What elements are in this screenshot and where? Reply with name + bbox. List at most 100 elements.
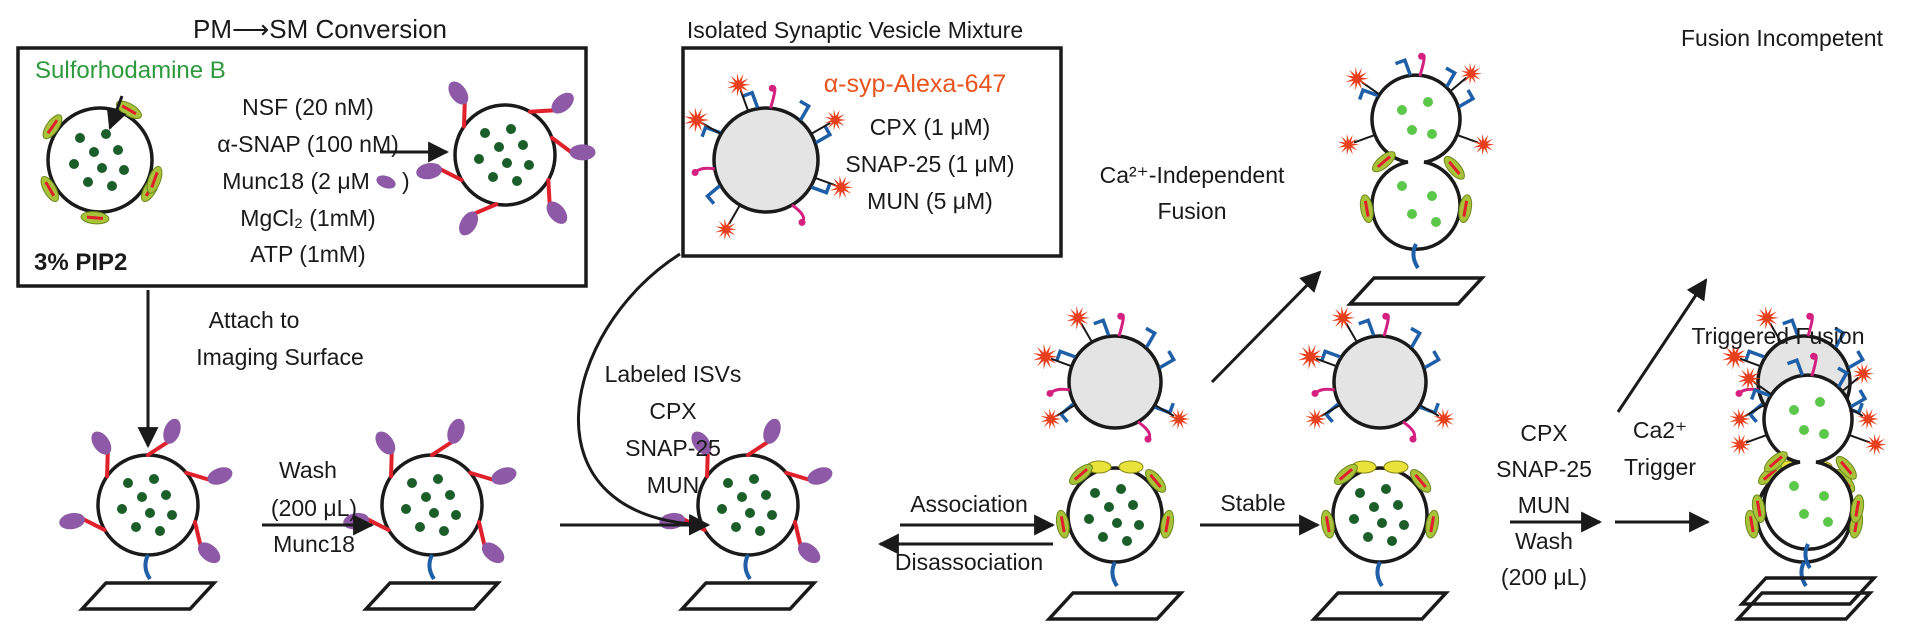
syntaxin-protein (1755, 500, 1762, 517)
vesicle-protein (1357, 87, 1379, 101)
munc18-protein (59, 512, 86, 530)
content-dot (161, 490, 171, 500)
tether-lipid (743, 554, 752, 581)
content-dot (1112, 518, 1122, 528)
munc18-protein (481, 542, 505, 564)
content-dot (131, 522, 141, 532)
vesicle-protein (1445, 66, 1458, 88)
ca-independent-fused-vesicle (1337, 52, 1495, 306)
tether-lipid (1110, 561, 1119, 588)
munc18-protein (416, 162, 443, 180)
vesicle-protein (1145, 326, 1158, 349)
content-dot (149, 474, 159, 484)
content-dot (755, 526, 765, 536)
content-dot (107, 181, 117, 191)
antibody-tether (810, 122, 831, 135)
isv-reagent-cpx: CPX (1 μM) (870, 114, 991, 140)
content-dot (445, 490, 455, 500)
syntaxin-protein (44, 181, 56, 197)
content-dot (524, 160, 534, 170)
content-dot (117, 504, 127, 514)
vesicle-protein (1837, 366, 1850, 388)
vesicle-membrane (712, 106, 820, 214)
content-dot (89, 147, 99, 157)
fused-vesicle-membrane (1370, 73, 1462, 252)
syntaxin-protein (1429, 516, 1436, 533)
content-dot (737, 492, 747, 502)
attached-vesicle-3 (659, 418, 833, 611)
dye-pointer-arrow (106, 95, 127, 130)
alexa-647-fluorophore (1729, 433, 1752, 456)
content-dot (1431, 217, 1441, 227)
antibody-tether (1320, 404, 1341, 417)
content-dot (745, 508, 755, 518)
vesicle-membrane (1331, 466, 1429, 564)
stable-label: Stable (1220, 490, 1285, 516)
alexa-647-fluorophore (1033, 343, 1059, 370)
content-dot (1823, 517, 1833, 527)
alexa-647-fluorophore (1857, 408, 1880, 430)
content-dot (1789, 405, 1799, 415)
syntaxin-protein (1376, 155, 1391, 168)
content-dot (1799, 509, 1809, 519)
content-dot (1363, 532, 1373, 542)
synaptotagmin-head (1418, 52, 1426, 60)
alexa-647-fluorophore (1865, 433, 1887, 456)
pip2-label: 3% PIP2 (34, 249, 127, 276)
antibody-tether (814, 176, 836, 187)
alexa-647-fluorophore (1305, 408, 1327, 430)
tether-lipid (427, 554, 436, 581)
content-dot (1098, 532, 1108, 542)
alexa-647-fluorophore (715, 218, 737, 241)
munc18-protein (448, 81, 469, 105)
synaptotagmin-head (798, 218, 806, 226)
munc18-protein (163, 418, 181, 444)
content-dot (1397, 181, 1407, 191)
vesicle-membrane (696, 453, 800, 557)
content-dot (97, 163, 107, 173)
munc18-protein (551, 92, 574, 114)
wash-label: Wash (279, 457, 337, 483)
pm-sm-title: PM⟶SM Conversion (193, 14, 447, 44)
incompetent-arrow (1616, 278, 1708, 413)
synaptotagmin-head (1046, 389, 1054, 397)
antibody-tether (1345, 322, 1358, 343)
labeled-snap25-label: SNAP-25 (625, 435, 721, 461)
syntaxin-protein (1748, 516, 1755, 533)
synaptotagmin-head (1382, 312, 1390, 320)
content-dot (1407, 209, 1417, 219)
antibody-tether (1457, 134, 1479, 144)
content-dot (512, 176, 522, 186)
association-label: Association (910, 491, 1028, 517)
pm-vesicle (40, 95, 163, 225)
pm-sm-box (16, 46, 588, 288)
content-dot (1815, 397, 1825, 407)
antibody-tether (1745, 434, 1767, 444)
reagent-munc18: Munc18 (2 μM (222, 168, 369, 194)
attached-vesicle-2 (343, 418, 517, 611)
munc18-protein (447, 418, 465, 444)
labeled-mun-label: MUN (647, 472, 699, 498)
syntaxin-protein (1324, 516, 1331, 533)
synaptotagmin-head (768, 84, 776, 92)
antibody-tether (1769, 322, 1782, 343)
vesicle-protein (799, 99, 812, 121)
alexa-647-fluorophore (824, 109, 847, 131)
imaging-surface (1734, 591, 1874, 621)
antibody-tether (1080, 322, 1093, 343)
content-dot (1789, 481, 1799, 491)
antibody-tether (1744, 404, 1765, 417)
triggered-fused-vesicle (1729, 352, 1887, 606)
ca-independent-label: Ca²⁺-Independent (1100, 162, 1285, 188)
imaging-surface (678, 581, 818, 611)
content-dot (1397, 105, 1407, 115)
sm-vesicle (416, 81, 596, 236)
tether-lipid (1411, 243, 1420, 270)
alexa-647-fluorophore (1755, 306, 1779, 330)
content-dot (439, 526, 449, 536)
munc18-protein (691, 431, 712, 455)
synaptotagmin-head (1409, 435, 1417, 443)
vesicle-protein (1055, 349, 1076, 362)
antibody-tether (1849, 434, 1871, 444)
